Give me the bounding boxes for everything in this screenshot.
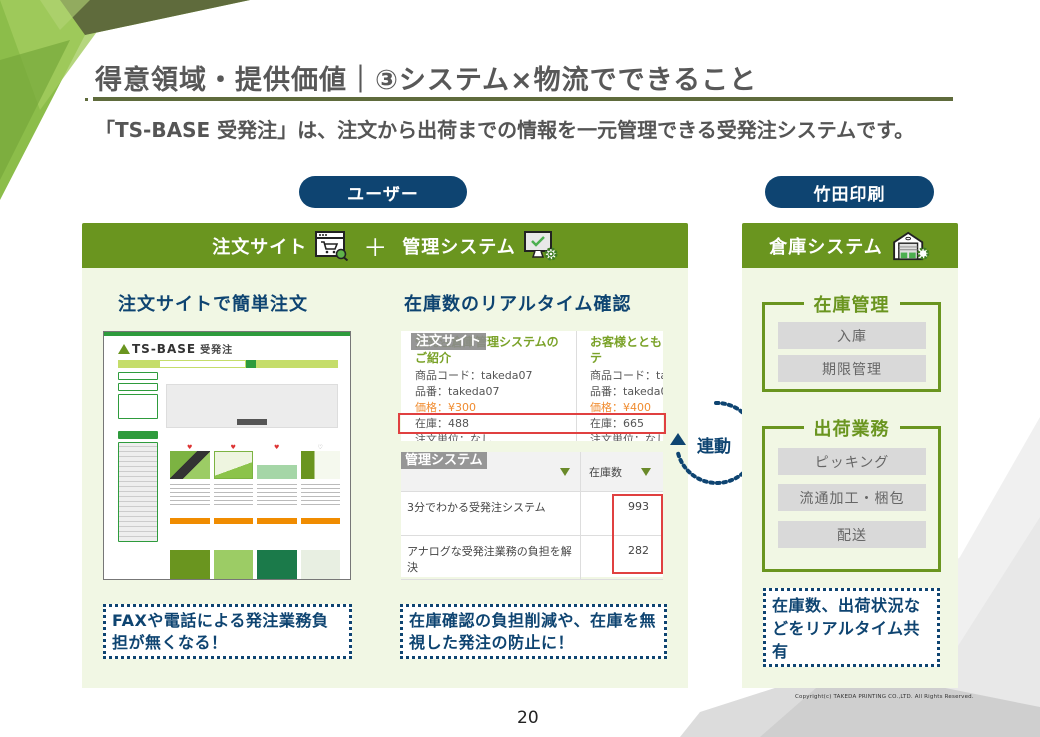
sync-label: 連動 (697, 437, 731, 457)
site-sidebar (118, 372, 158, 579)
takeda-label-pill: 竹田印刷 (765, 176, 934, 208)
lead-text: 「TS-BASE 受発注」は、注文から出荷までの情報を一元管理できる受発注システ… (95, 118, 915, 142)
search-icon (246, 360, 256, 368)
shipping-item-picking: ピッキング (778, 448, 926, 475)
product-card-2: お客様とともにけるロジステ 商品コード：ta 品番：takeda0 価格：¥40… (576, 331, 663, 441)
sort-triangle-icon[interactable] (560, 467, 570, 476)
product-cards-row-2 (170, 550, 340, 579)
management-system-tag: 管理システム (401, 452, 487, 469)
stock-value: 在庫：665 (590, 417, 644, 430)
inventory-management-title: 在庫管理 (803, 291, 900, 317)
site-topbar (104, 332, 350, 336)
monitor-check-gear-icon (523, 230, 558, 260)
product-cards: ♥ ♥ ♥ ♡ (170, 445, 340, 524)
stock-highlight-box (398, 413, 666, 434)
product-card-1: 受発注倉庫管理システムのご紹介 商品コード：takeda07 品番：takeda… (401, 331, 566, 441)
shipping-operations-group: 出荷業務 ピッキング 流通加工・梱包 配送 (762, 415, 941, 572)
shopping-cart-browser-icon (315, 230, 349, 261)
warehouse-header: 倉庫システム (742, 223, 958, 268)
shipping-operations-title: 出荷業務 (803, 415, 900, 441)
order-site-heading: 注文サイトで簡単注文 (118, 294, 308, 315)
inventory-item-expiry: 期限管理 (778, 355, 926, 382)
order-site-stock-snippet: 受発注倉庫管理システムのご紹介 商品コード：takeda07 品番：takeda… (401, 331, 663, 441)
inventory-item-receiving: 入庫 (778, 322, 926, 349)
title-underline (93, 97, 953, 101)
copyright-text: Copyright(c) TAKEDA PRINTING CO.,LTD. Al… (795, 694, 974, 700)
site-filter-form (166, 384, 338, 428)
shipping-item-delivery: 配送 (778, 521, 926, 548)
sort-triangle-icon[interactable] (641, 467, 651, 476)
qty-highlight-box (612, 494, 663, 574)
order-site-benefit-note: FAXや電話による発注業務負担が無くなる！ (103, 604, 352, 659)
title-rule-dot (85, 98, 88, 101)
stock-value: 在庫：488 (415, 417, 469, 430)
warehouse-gear-icon (892, 231, 930, 260)
management-system-label: 管理システム (402, 236, 516, 258)
user-label-pill: ユーザー (299, 176, 467, 208)
order-management-header: 注文サイト ＋ 管理システム (82, 223, 688, 268)
decorative-triangles-top-left (0, 0, 250, 200)
table-row: アナログな受発注業務の負担を解決 282 (401, 536, 663, 580)
calendar-widget (118, 442, 158, 542)
plus-sign: ＋ (363, 234, 389, 262)
logo-triangle-icon (118, 344, 130, 354)
shipping-item-packing: 流通加工・梱包 (778, 484, 926, 511)
table-row: 3分でわかる受発注システム 993 (401, 492, 663, 536)
order-site-tag: 注文サイト (411, 333, 487, 350)
management-system-table: 在庫数 3分でわかる受発注システム 993 アナログな受発注業務の負担を解決 2… (401, 452, 663, 580)
inventory-management-group: 在庫管理 入庫 期限管理 (762, 291, 941, 392)
stock-benefit-note: 在庫確認の負担削減や、在庫を無視した発注の防止に！ (400, 604, 667, 659)
slide-title: 得意領域・提供価値｜③システム×物流でできること (95, 65, 758, 96)
page-number: 20 (517, 708, 539, 728)
realtime-stock-heading: 在庫数のリアルタイム確認 (404, 294, 632, 315)
order-site-label: 注文サイト (212, 236, 308, 258)
warehouse-benefit-note: 在庫数、出荷状況などをリアルタイム共有 (763, 588, 940, 667)
site-search-bar (118, 360, 338, 368)
